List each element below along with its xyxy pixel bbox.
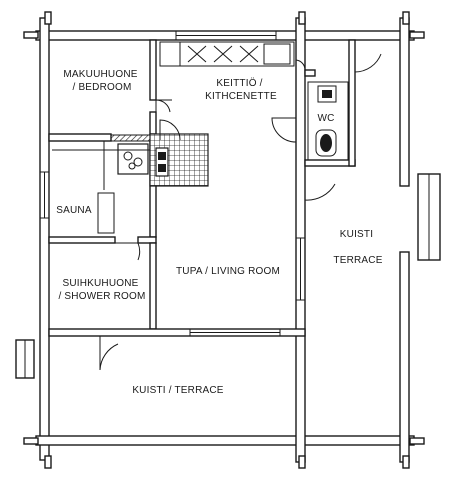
fireplace [117,133,209,187]
kitchen-counter [159,41,295,67]
windows [15,30,441,379]
room-label-kitchen-en: KITHCENETTE [205,91,277,102]
sauna-bench [52,141,150,234]
room-label-terrace-right: KUISTI TERRACE [333,229,382,266]
room-label-shower-fi: SUIHKUHUONE [62,278,138,289]
room-label-shower: SUIHKUHUONE / SHOWER ROOM [58,278,145,302]
doors [99,44,382,371]
room-label-wc: WC [317,113,334,124]
room-label-bedroom: MAKUUHUONE / BEDROOM [63,69,140,93]
room-label-terrace-right-fi: KUISTI [340,229,373,240]
room-label-shower-en: / SHOWER ROOM [58,291,145,302]
room-label-living: TUPA / LIVING ROOM [176,266,280,277]
interior-walls [48,39,356,337]
room-label-kitchen-fi: KEITTIÖ / [216,77,262,89]
room-label-terrace-right-en: TERRACE [333,255,382,266]
room-label-bedroom-fi: MAKUUHUONE [63,69,137,80]
room-label-kitchen: KEITTIÖ / KITHCENETTE [205,77,277,102]
room-label-sauna: SAUNA [56,205,92,216]
wc-fixtures [307,81,349,161]
room-label-bedroom-en: / BEDROOM [72,82,131,93]
room-label-terrace-bottom: KUISTI / TERRACE [132,385,223,396]
